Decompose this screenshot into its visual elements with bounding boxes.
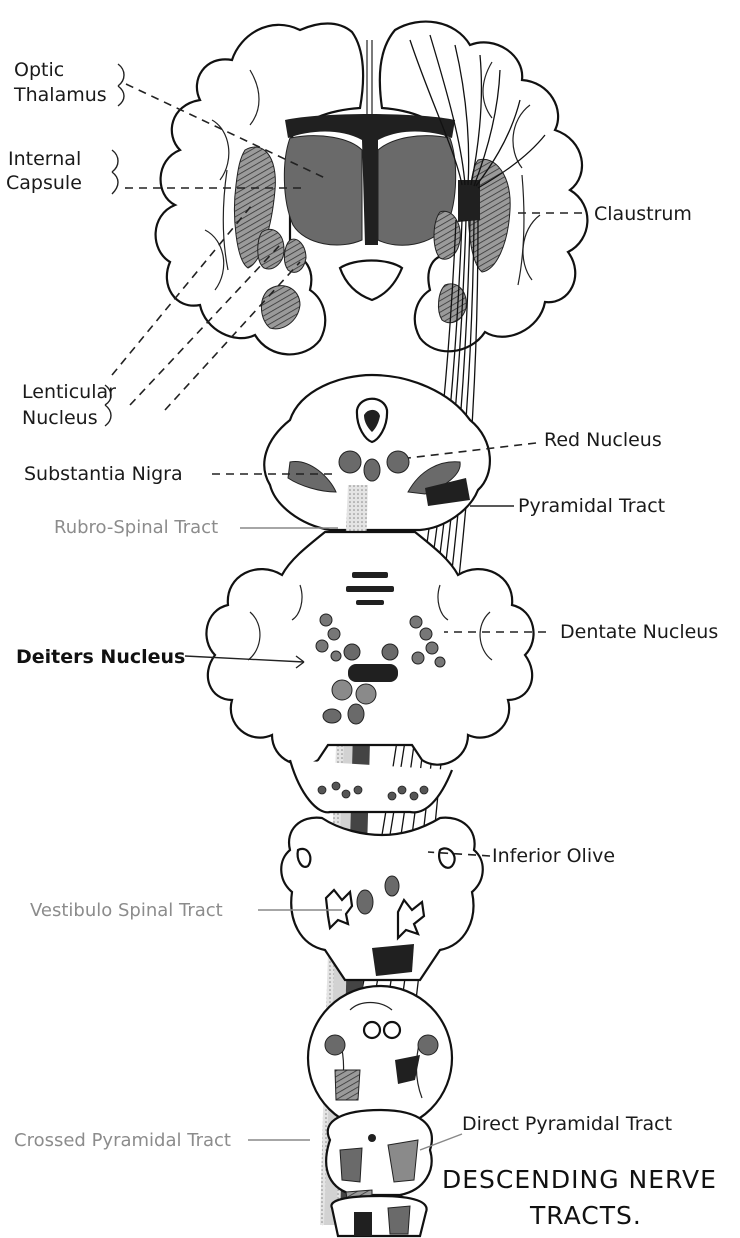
label-internal-capsule-line2: Capsule bbox=[6, 172, 82, 194]
label-optic-thalamus-line1: Optic bbox=[14, 59, 64, 81]
label-optic-thalamus-line2: Thalamus bbox=[13, 84, 107, 106]
upper-medulla-section bbox=[290, 760, 452, 812]
cerebrum-section bbox=[156, 22, 588, 355]
spinal-cord-middle bbox=[326, 1110, 432, 1206]
title-line1: DESCENDING NERVE bbox=[442, 1165, 717, 1194]
label-substantia-nigra: Substantia Nigra bbox=[24, 463, 183, 485]
label-lenticular-line1: Lenticular bbox=[22, 381, 116, 403]
label-dentate-nucleus: Dentate Nucleus bbox=[560, 621, 718, 643]
label-internal-capsule-line1: Internal bbox=[8, 148, 81, 170]
label-claustrum: Claustrum bbox=[594, 203, 692, 225]
title-line2: TRACTS. bbox=[529, 1201, 642, 1230]
label-rubro-spinal-tract: Rubro-Spinal Tract bbox=[54, 517, 218, 538]
label-deiters-nucleus: Deiters Nucleus bbox=[16, 646, 185, 668]
label-inferior-olive: Inferior Olive bbox=[492, 845, 615, 867]
label-lenticular-line2: Nucleus bbox=[22, 407, 98, 429]
label-crossed-pyramidal-tract: Crossed Pyramidal Tract bbox=[14, 1130, 231, 1151]
cerebellum-section bbox=[206, 532, 533, 765]
label-direct-pyramidal-tract: Direct Pyramidal Tract bbox=[462, 1113, 672, 1135]
spinal-cord-upper bbox=[308, 986, 452, 1130]
label-vestibulo-spinal-tract: Vestibulo Spinal Tract bbox=[30, 900, 223, 921]
label-pyramidal-tract: Pyramidal Tract bbox=[518, 495, 665, 517]
spinal-cord-lower bbox=[331, 1196, 426, 1236]
medulla-olive-section bbox=[281, 818, 483, 980]
label-red-nucleus: Red Nucleus bbox=[544, 429, 662, 451]
